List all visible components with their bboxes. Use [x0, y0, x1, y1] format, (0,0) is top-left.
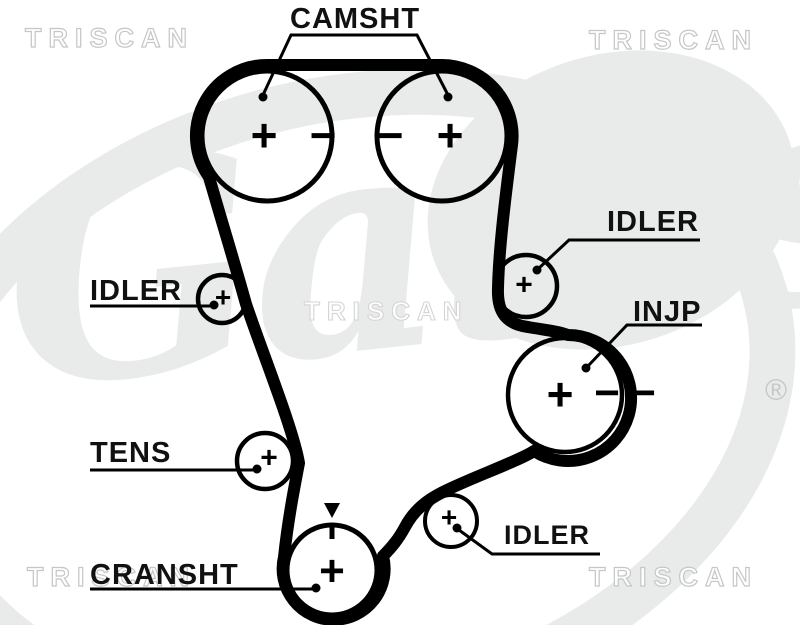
leader-lines — [90, 33, 702, 591]
idler-bottom-leader — [458, 528, 600, 556]
registered-trademark-symbol: ® — [765, 374, 788, 407]
triscan-watermark-top-left: TRISCAN — [24, 22, 194, 53]
idler-right-dot — [532, 265, 542, 275]
tensioner-dot — [252, 464, 262, 474]
crankshaft-plus-mark: + — [319, 547, 345, 596]
camshaft-left-dot — [258, 92, 268, 102]
label-injection-pump: INJP — [633, 296, 702, 328]
injection-pump-leader — [586, 323, 702, 368]
triscan-watermark-center: TRISCAN — [303, 295, 469, 326]
crankshaft-dot — [311, 583, 321, 593]
tensioner-plus-mark: + — [260, 442, 278, 475]
label-idler-right: IDLER — [607, 206, 699, 238]
idler-left-dot — [209, 300, 219, 310]
camshaft-leader-bracket — [261, 33, 450, 96]
idler-bottom-dot — [452, 523, 462, 533]
injp-minus-mark-1: − — [594, 369, 620, 418]
triscan-watermark-bottom-left: TRISCAN — [26, 561, 196, 592]
cam-right-plus-mark: + — [437, 109, 464, 161]
cam-left-plus-mark: + — [251, 109, 278, 161]
triscan-watermark-bottom-right: TRISCAN — [588, 561, 758, 592]
pulley-marks: + − − + + + + − − + + + — [215, 109, 656, 596]
injection-pump-dot — [581, 363, 591, 373]
cam-right-minus-mark: − — [377, 109, 404, 161]
crankshaft-timing-mark — [324, 503, 340, 548]
camshaft-right-dot — [443, 92, 453, 102]
triscan-watermark-top-right: TRISCAN — [588, 24, 758, 55]
cam-left-minus-mark: − — [310, 109, 337, 161]
idler-left-plus-mark: + — [215, 282, 231, 313]
label-crankshaft: CRANSHT — [90, 559, 239, 591]
label-idler-bottom: IDLER — [504, 520, 590, 550]
idler-pulley-bottom — [423, 493, 479, 549]
label-tensioner: TENS — [90, 437, 172, 469]
injp-plus-mark: + — [547, 368, 574, 420]
idler-bottom-plus-mark: + — [441, 502, 457, 533]
label-idler-left: IDLER — [90, 275, 182, 307]
injp-minus-mark-2: − — [630, 369, 656, 418]
timing-arrow-icon — [324, 503, 340, 518]
idler-right-plus-mark: + — [515, 269, 533, 302]
leader-dots — [209, 92, 591, 593]
timing-belt-path — [190, 59, 638, 625]
label-camshaft: CAMSHT — [290, 3, 421, 35]
idler-right-leader — [536, 238, 700, 271]
